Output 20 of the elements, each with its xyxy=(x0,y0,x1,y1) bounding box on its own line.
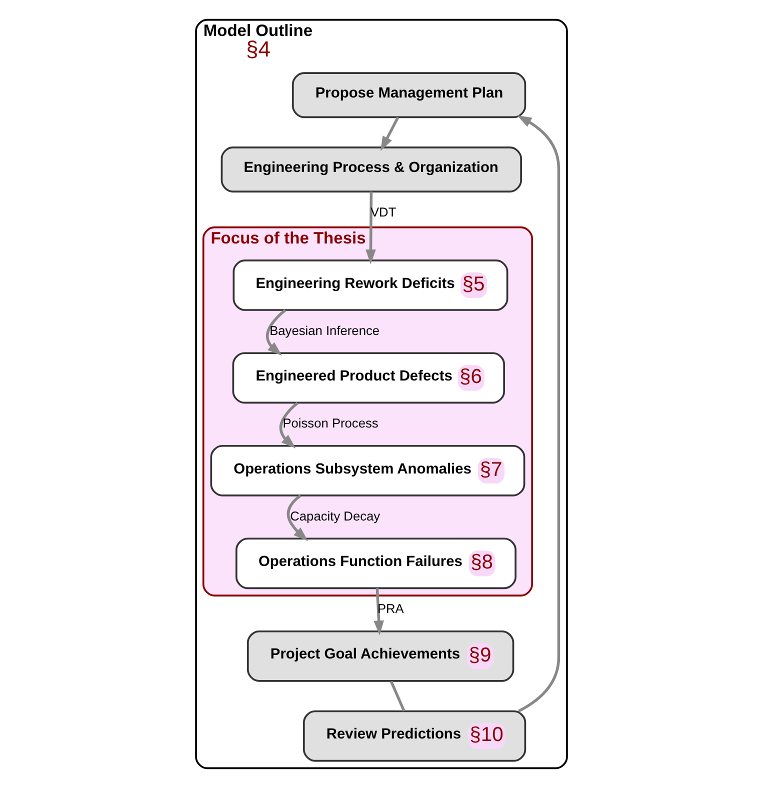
edge-label: Capacity Decay xyxy=(290,508,380,524)
connector xyxy=(389,680,405,712)
arrow xyxy=(516,115,560,712)
edge-label: Bayesian Inference xyxy=(269,322,380,338)
node-box: Project Goal Achievements §9 xyxy=(246,630,514,682)
node-box: Engineering Process & Organization xyxy=(220,146,522,192)
node-box: Review Predictions §10 xyxy=(302,710,526,762)
arrow xyxy=(380,116,399,152)
arrow xyxy=(365,192,376,264)
node-box: Engineered Product Defects §6 xyxy=(232,352,504,404)
node-box: Propose Management Plan xyxy=(291,72,526,118)
edge-label: Poisson Process xyxy=(282,416,378,431)
arrow xyxy=(265,309,286,356)
edge-label: VDT xyxy=(370,204,396,220)
node-box: Engineering Rework Deficits §5 xyxy=(232,259,508,311)
arrow xyxy=(278,402,298,448)
arrow xyxy=(286,494,308,542)
edge-label: PRA xyxy=(376,601,404,616)
node-box: Operations Function Failures §8 xyxy=(235,538,516,590)
node-box: Operations Subsystem Anomalies §7 xyxy=(210,444,525,496)
